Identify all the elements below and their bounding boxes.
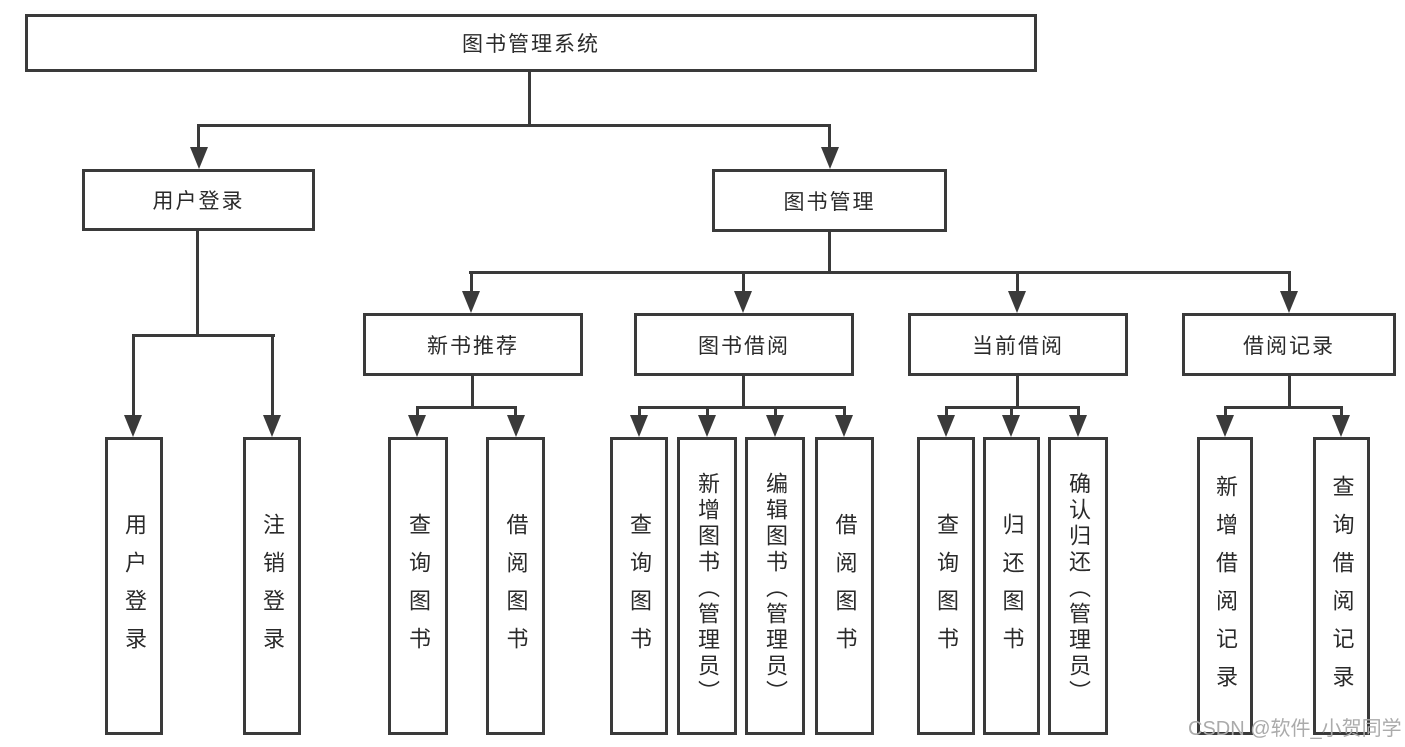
node-book-management: 图书管理: [712, 169, 947, 232]
connector-line: [528, 72, 531, 127]
arrow-down-icon: [408, 415, 426, 437]
node-book-borrow: 图书借阅: [634, 313, 854, 376]
connector-line: [132, 334, 135, 418]
node-borrow-records: 借阅记录: [1182, 313, 1396, 376]
leaf-query-books-recommend: 查询图书: [388, 437, 448, 735]
connector-line: [828, 124, 831, 150]
watermark: CSDN @软件_小贺同学: [1188, 718, 1402, 740]
arrow-down-icon: [821, 147, 839, 169]
connector-line: [197, 124, 831, 127]
leaf-query-borrow-record: 查询借阅记录: [1313, 437, 1370, 735]
connector-line: [774, 406, 777, 418]
connector-line: [1010, 406, 1013, 418]
arrow-down-icon: [1008, 291, 1026, 313]
arrow-down-icon: [190, 147, 208, 169]
connector-line: [1077, 406, 1080, 418]
arrow-down-icon: [263, 415, 281, 437]
leaf-logout: 注销登录: [243, 437, 301, 735]
connector-line: [638, 406, 641, 418]
connector-line: [416, 406, 517, 409]
leaf-add-borrow-record: 新增借阅记录: [1197, 437, 1253, 735]
connector-line: [1224, 406, 1343, 409]
node-library-system: 图书管理系统: [25, 14, 1037, 72]
arrow-down-icon: [766, 415, 784, 437]
node-user-login: 用户登录: [82, 169, 315, 231]
arrow-down-icon: [1280, 291, 1298, 313]
connector-line: [828, 232, 831, 274]
leaf-query-books-current: 查询图书: [917, 437, 975, 735]
arrow-down-icon: [462, 291, 480, 313]
connector-line: [706, 406, 709, 418]
connector-line: [271, 334, 274, 418]
node-current-borrow: 当前借阅: [908, 313, 1128, 376]
connector-line: [945, 406, 948, 418]
connector-line: [514, 406, 517, 418]
arrow-down-icon: [1002, 415, 1020, 437]
connector-line: [1340, 406, 1343, 418]
arrow-down-icon: [734, 291, 752, 313]
connector-line: [416, 406, 419, 418]
connector-line: [1016, 271, 1019, 293]
leaf-confirm-return-admin: 确认归还（管理员）: [1048, 437, 1108, 735]
connector-line: [470, 271, 473, 293]
connector-line: [132, 334, 275, 337]
connector-line: [1016, 376, 1019, 409]
connector-line: [469, 271, 1291, 274]
arrow-down-icon: [630, 415, 648, 437]
leaf-borrow-books: 借阅图书: [815, 437, 874, 735]
connector-line: [196, 231, 199, 337]
leaf-query-books-borrow: 查询图书: [610, 437, 668, 735]
arrow-down-icon: [835, 415, 853, 437]
arrow-down-icon: [1332, 415, 1350, 437]
arrow-down-icon: [507, 415, 525, 437]
leaf-user-login: 用户登录: [105, 437, 163, 735]
connector-line: [638, 406, 846, 409]
arrow-down-icon: [698, 415, 716, 437]
node-new-book-recommend: 新书推荐: [363, 313, 583, 376]
connector-line: [742, 376, 745, 409]
connector-line: [1224, 406, 1227, 418]
connector-line: [742, 271, 745, 293]
connector-line: [471, 376, 474, 409]
arrow-down-icon: [1069, 415, 1087, 437]
connector-line: [1288, 376, 1291, 409]
connector-line: [1288, 271, 1291, 293]
connector-line: [843, 406, 846, 418]
leaf-return-book: 归还图书: [983, 437, 1040, 735]
arrow-down-icon: [124, 415, 142, 437]
leaf-edit-book-admin: 编辑图书（管理员）: [745, 437, 805, 735]
leaf-borrow-books-recommend: 借阅图书: [486, 437, 545, 735]
connector-line: [197, 124, 200, 150]
leaf-add-book-admin: 新增图书（管理员）: [677, 437, 737, 735]
arrow-down-icon: [937, 415, 955, 437]
arrow-down-icon: [1216, 415, 1234, 437]
